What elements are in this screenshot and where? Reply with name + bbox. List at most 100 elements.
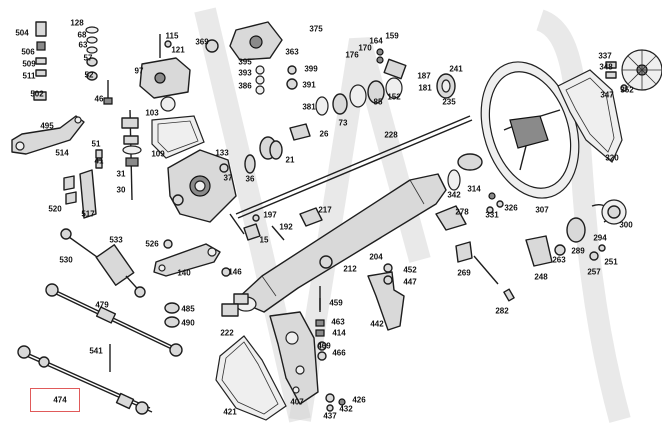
highlighted-callout-box [30, 388, 80, 412]
callout-label: 140 [177, 268, 191, 278]
callout-label: 504 [15, 28, 29, 38]
nut-452 [383, 263, 393, 273]
callout-label: 348 [599, 62, 613, 72]
callout-label: 300 [619, 220, 633, 230]
callout-label: 421 [223, 407, 237, 417]
callout-label: 386 [238, 81, 252, 91]
callout-label: 235 [442, 97, 456, 107]
callout-label: 474 [53, 395, 67, 405]
callout-label: 46 [94, 94, 104, 104]
horn-parts [447, 153, 496, 200]
callout-label: 337 [598, 51, 612, 61]
switch-269 [455, 241, 473, 263]
bearing-set [376, 48, 456, 99]
callout-label: 479 [95, 300, 109, 310]
callout-label: 511 [22, 71, 36, 81]
callout-label: 314 [467, 184, 481, 194]
callout-label: 68 [77, 30, 87, 40]
callout-label: 289 [571, 246, 585, 256]
callout-label: 520 [48, 204, 62, 214]
callout-label: 381 [302, 102, 316, 112]
callout-label: 52 [84, 70, 94, 80]
callout-label: 121 [171, 45, 185, 55]
mounting-plate [269, 311, 319, 405]
callout-label: 15 [259, 235, 269, 245]
callout-label: 269 [457, 268, 471, 278]
callout-label: 502 [30, 89, 44, 99]
callout-label: 393 [238, 68, 252, 78]
callout-label: 278 [455, 207, 469, 217]
bushing-490 [164, 316, 180, 328]
small-fasteners-left [33, 21, 113, 105]
callout-label: 485 [181, 304, 195, 314]
callout-label: 375 [309, 24, 323, 34]
callout-label: 459 [329, 298, 343, 308]
shaft-stack [95, 109, 142, 201]
steering-box-cover [139, 34, 191, 112]
callout-label: 452 [403, 265, 417, 275]
callout-label: 294 [593, 233, 607, 243]
callout-label: 133 [215, 148, 229, 158]
callout-label: 533 [109, 235, 123, 245]
callout-label: 426 [352, 395, 366, 405]
nut-447 [383, 275, 393, 285]
steering-wheel [480, 61, 580, 199]
callout-label: 307 [535, 205, 549, 215]
bracket-442 [367, 271, 405, 331]
callout-label: 463 [331, 317, 345, 327]
callout-label: 282 [495, 306, 509, 316]
gasket-421 [215, 335, 287, 421]
callout-label: 352 [620, 85, 634, 95]
callout-label: 192 [279, 222, 293, 232]
callout-label: 146 [228, 267, 242, 277]
callout-label: 26 [319, 129, 329, 139]
bushing-485 [164, 302, 180, 314]
callout-label: 128 [70, 18, 84, 28]
callout-label: 103 [145, 108, 159, 118]
callout-label: 241 [449, 64, 463, 74]
callout-label: 495 [40, 121, 54, 131]
pitman-arm [153, 243, 221, 277]
hardware-cluster [315, 286, 346, 412]
callout-label: 164 [369, 36, 383, 46]
washer-146 [221, 267, 231, 277]
callout-label: 407 [290, 397, 304, 407]
callout-label: 21 [285, 155, 295, 165]
callout-label: 217 [318, 205, 332, 215]
input-shaft-parts [244, 80, 385, 174]
bracket-517 [63, 169, 97, 219]
callout-label: 197 [263, 210, 277, 220]
callout-label: 228 [384, 130, 398, 140]
pin-282 [503, 288, 515, 302]
callout-label: 347 [600, 90, 614, 100]
callout-label: 395 [238, 57, 252, 67]
callout-label: 85 [373, 97, 383, 107]
callout-label: 414 [332, 328, 346, 338]
right-lower-parts [525, 199, 627, 267]
screw-331 [486, 206, 494, 214]
screw-326 [496, 200, 504, 208]
callout-label: 517 [81, 209, 95, 219]
callout-label: 36 [245, 174, 255, 184]
callout-label: 57 [83, 53, 93, 63]
linkage-arm [11, 115, 85, 155]
callout-label: 530 [59, 255, 73, 265]
steering-gear-housing [167, 149, 245, 235]
callout-label: 369 [195, 37, 209, 47]
callout-label: 466 [332, 348, 346, 358]
callout-label: 159 [385, 31, 399, 41]
callout-label: 73 [338, 118, 348, 128]
callout-label: 170 [358, 43, 372, 53]
callout-label: 115 [165, 31, 179, 41]
callout-label: 248 [534, 272, 548, 282]
callout-label: 490 [181, 318, 195, 328]
steering-shaft [235, 115, 473, 219]
callout-label: 447 [403, 277, 417, 287]
callout-label: 251 [604, 257, 618, 267]
callout-label: 257 [587, 267, 601, 277]
callout-label: 212 [343, 264, 357, 274]
upper-valve-assembly [205, 21, 298, 95]
callout-label: 442 [370, 319, 384, 329]
